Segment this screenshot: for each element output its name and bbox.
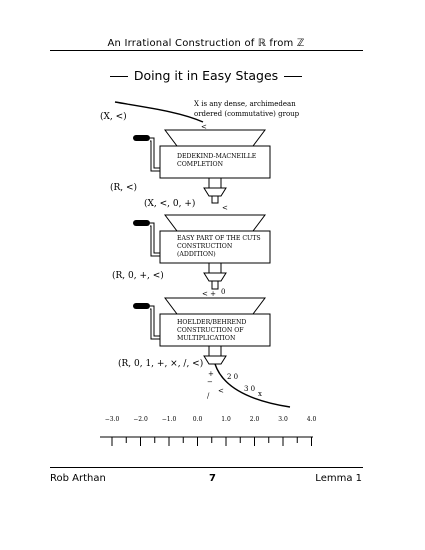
- op-plus-a: < +: [202, 290, 216, 298]
- number-line-ticks: [111, 437, 312, 446]
- output-curve: [214, 363, 291, 408]
- op-out-x: x: [258, 390, 262, 398]
- stage1-funnel: [164, 129, 266, 147]
- stage2-nozzle: [203, 272, 227, 282]
- page-header: An Irrational Construction of ℝ from ℤ: [107, 38, 305, 49]
- stage3-label-line3: MULTIPLICATION: [177, 335, 236, 342]
- footer-label: Lemma 1: [315, 473, 362, 484]
- slide-title: Doing it in Easy Stages: [50, 68, 362, 83]
- op-lt-1: <: [222, 204, 228, 212]
- stage2-label-line1: EASY PART OF THE CUTS: [177, 235, 261, 242]
- footer-author: Rob Arthan: [50, 473, 106, 484]
- stage2-handle[interactable]: [133, 220, 150, 226]
- title-dash-left: [109, 76, 128, 77]
- stage3-box: [159, 313, 271, 347]
- stage3-label-line2: CONSTRUCTION OF: [177, 327, 244, 334]
- stage1-lever: [150, 137, 160, 169]
- stage2-label-line2: CONSTRUCTION: [177, 243, 233, 250]
- scale-label: −2.0: [133, 416, 148, 423]
- stage2-spout: [208, 262, 222, 274]
- stage1-label-line2: COMPLETION: [177, 161, 224, 168]
- stage1-box: [159, 145, 271, 179]
- input-curve: [114, 101, 204, 123]
- stage2-input: (X, <, 0, +): [144, 198, 195, 209]
- stage1-handle[interactable]: [133, 135, 150, 141]
- stage2-lever-inner: [150, 225, 160, 257]
- stage2-label-line3: (ADDITION): [177, 251, 216, 258]
- stage3-nozzle: [203, 355, 227, 365]
- op-out-minus: −: [207, 378, 213, 386]
- input-note-line2: ordered (commutative) group: [194, 110, 300, 118]
- scale-label: 1.0: [221, 416, 231, 423]
- number-line-labels: −3.0 −2.0 −1.0 0.0 1.0 2.0 3.0 4.0: [105, 416, 317, 423]
- stage1-lever-inner: [150, 140, 160, 172]
- footer-page-number: 7: [209, 473, 216, 484]
- stage2-output: (R, 0, +, <): [112, 270, 164, 281]
- op-out-plus: +: [208, 370, 214, 378]
- header-rule: [50, 50, 363, 51]
- scale-label: 3.0: [278, 416, 288, 423]
- scale-label: 2.0: [250, 416, 260, 423]
- footer-rule: [50, 467, 363, 468]
- stage1-stem: [211, 195, 219, 204]
- stage3-output: (R, 0, 1, +, ×, /, <): [118, 358, 203, 369]
- stage2-stem: [211, 280, 219, 290]
- stage3-handle[interactable]: [133, 303, 150, 309]
- stage3-lever: [150, 305, 160, 337]
- op-plus-b: 0: [221, 288, 225, 296]
- slide-title-text: Doing it in Easy Stages: [133, 68, 279, 83]
- op-out-20: 2 0: [227, 373, 238, 381]
- op-out-lt: <: [218, 387, 224, 395]
- input-label: (X, <): [100, 111, 127, 122]
- op-lt-input: <: [201, 123, 207, 131]
- op-out-slash: /: [207, 392, 210, 400]
- op-out-30: 3 0: [244, 385, 255, 393]
- stage1-label-line1: DEDEKIND-MACNEILLE: [177, 153, 257, 160]
- stage3-lever-inner: [150, 308, 160, 340]
- scale-label: −3.0: [105, 416, 120, 423]
- scale-label: −1.0: [162, 416, 177, 423]
- stage1-nozzle: [203, 187, 227, 197]
- scale-label: 4.0: [307, 416, 317, 423]
- stage3-spout: [208, 345, 222, 357]
- input-note-line1: X is any dense, archimedean: [194, 100, 296, 108]
- stage1-output: (R, <): [110, 182, 137, 193]
- stage3-label-line1: HOELDER/BEHREND: [177, 319, 246, 326]
- stage2-lever: [150, 222, 160, 254]
- stage1-spout: [208, 177, 222, 189]
- title-dash-right: [284, 76, 303, 77]
- stage3-funnel: [164, 297, 266, 315]
- scale-label: 0.0: [193, 416, 203, 423]
- stage2-funnel: [164, 214, 266, 232]
